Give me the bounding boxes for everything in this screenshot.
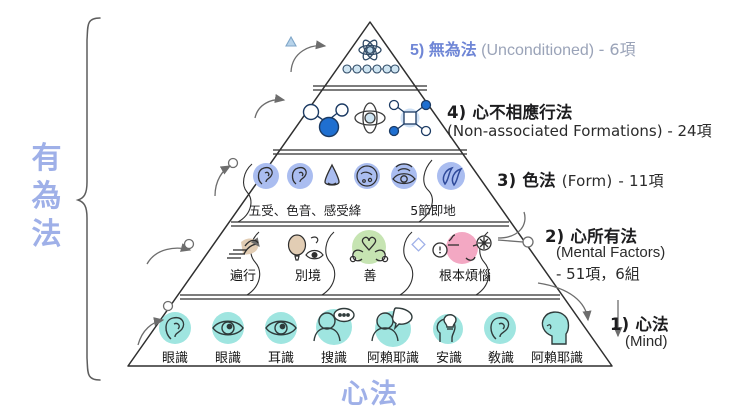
ear-icon [490,316,510,340]
tier2-caption-1: 別境 [294,269,321,284]
tier2-caption-3: 根本煩惱 [438,269,491,284]
level3-title: 色法 [522,171,556,190]
eye-wave-icon [392,163,416,185]
tier3-label-2: 5節即地 [410,203,456,218]
level2-icons [227,230,492,264]
tier1-caption-7: 阿賴耶識 [530,351,583,366]
diamond-marker [411,237,426,252]
molecule-icon [302,103,349,138]
tier1-caption-5: 安識 [435,351,462,366]
tier1-caption-4: 阿賴耶識 [366,351,419,366]
level4-title: 心不相應行法 [472,103,573,122]
level3-heading: 3) 色法 (Form) - 11項 [497,167,664,191]
ear-icon [257,166,273,185]
nose-icon [324,163,340,186]
tier1-caption-1: 眼識 [214,351,241,366]
atom-orbit-icon [354,102,386,134]
level3-number: 3) [497,171,517,190]
level1-subtitle: (Mind) [625,333,668,350]
six-dots-icon [342,64,400,74]
head-bulb-icon [436,314,457,342]
bottom-label: 心法 [341,379,399,410]
ear-icon [291,166,307,185]
level1-heading: 1) 心法 [610,311,669,335]
person-speech-icon [371,307,413,342]
left-vertical-label: 有為法 [31,141,63,252]
tier3-separators [237,159,433,223]
level4-subtitle: (Non-associated Formations) - 24項 [447,122,712,140]
person-thinking-icon [313,307,355,342]
afflictions-icon [432,232,492,264]
level5-heading: 5) 無為法 (Unconditioned) - 6項 [410,36,636,60]
pyramid-outline [127,21,613,367]
eye-icon [212,320,244,336]
head-profile-icon [541,311,570,345]
lattice-icon [388,99,432,137]
balloon-eye-icon [287,234,324,261]
atom-icon [358,39,382,61]
level2-number: 2) [545,227,565,246]
ear-icon [165,316,185,340]
level5-count: - 6項 [598,40,636,59]
left-brace [75,17,101,381]
tier2-caption-2: 善 [363,269,377,284]
level4-number: 4) [447,103,467,122]
tongue-icon [356,165,378,187]
tier1-caption-6: 敎識 [487,351,514,366]
leader-lines [137,35,623,346]
level1-icons [159,307,570,347]
level5-en: (Unconditioned) [481,42,595,59]
level2-count: - 51項，6組 [556,265,640,283]
level2-heading: 2) 心所有法 [545,223,637,247]
level3-count: - 11項 [618,172,664,190]
tier2-caption-0: 遍行 [229,269,256,284]
level5-number: 5) [410,42,425,59]
level3-en: (Form) [561,172,613,190]
tier1-caption-3: 搜識 [320,351,347,366]
swirl-icon [442,166,463,187]
eye-icon [265,320,297,336]
tier1-caption-0: 眼識 [161,351,188,366]
heart-hands-icon [349,230,389,264]
tier3-label-1: 五受、色音、感受絳 [248,203,362,218]
pyramid-tier-dividers [180,85,560,300]
level3-icons [253,162,465,190]
level4-heading: 4) 心不相應行法 [447,99,573,123]
tier1-caption-2: 耳識 [267,351,294,366]
level1-number: 1) [610,315,630,334]
level2-title: 心所有法 [570,227,638,246]
level1-title: 心法 [635,315,669,334]
level5-title: 無為法 [428,40,477,59]
level2-subtitle: (Mental Factors) [556,244,666,261]
hands-motion-icon [227,237,260,259]
